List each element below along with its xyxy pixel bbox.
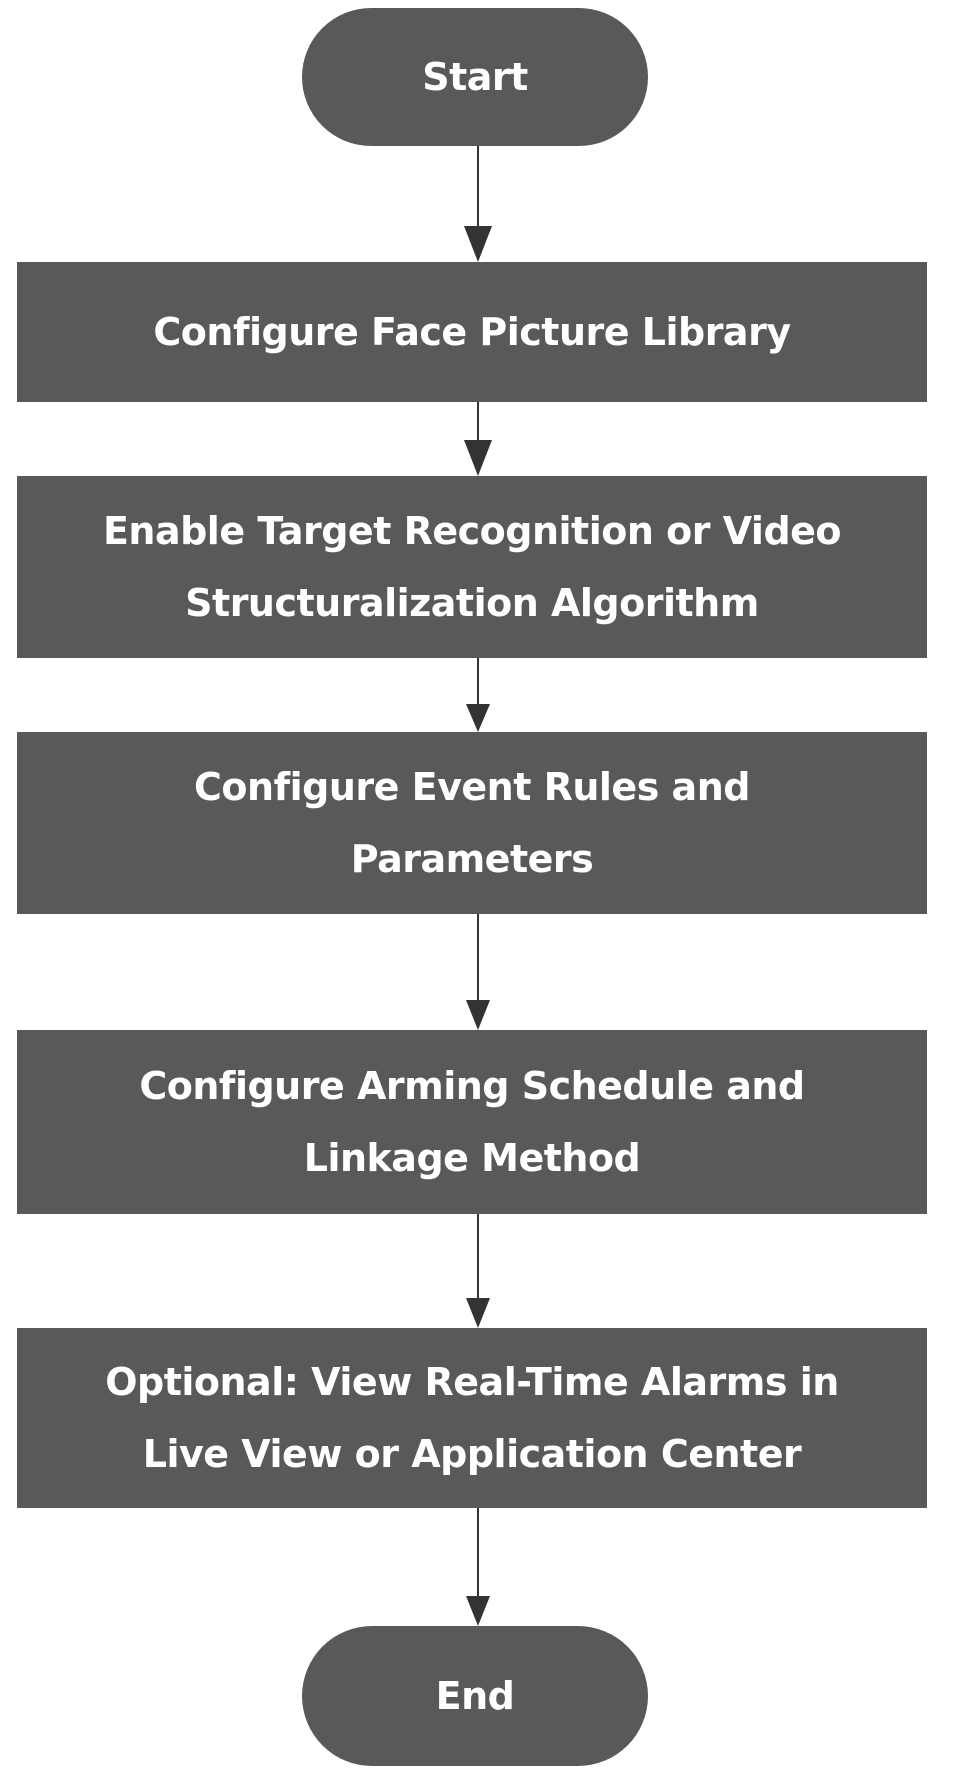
arrow-step-4-to-step-5 — [466, 1214, 490, 1328]
arrow-step-3-to-step-4 — [466, 914, 490, 1030]
arrow-start-to-step-1 — [464, 146, 492, 262]
end-node: End — [302, 1626, 648, 1766]
step-optional-view-alarms: Optional: View Real-Time Alarms in Live … — [17, 1328, 927, 1508]
step-configure-event-rules: Configure Event Rules and Parameters — [17, 732, 927, 914]
step-5-line-1: Optional: View Real-Time Alarms in — [105, 1360, 839, 1404]
step-3-line-1: Configure Event Rules and — [194, 765, 750, 809]
step-2-line-1: Enable Target Recognition or Video — [102, 509, 842, 553]
step-3-line-2: Parameters — [350, 837, 594, 881]
step-2-line-2: Structuralization Algorithm — [185, 581, 759, 625]
step-4-line-2: Linkage Method — [303, 1136, 641, 1180]
arrow-step-1-to-step-2 — [464, 402, 492, 476]
arrow-step-5-to-end — [466, 1508, 490, 1626]
step-4-line-1: Configure Arming Schedule and — [139, 1064, 805, 1108]
step-enable-target-recognition: Enable Target Recognition or Video Struc… — [17, 476, 927, 658]
start-node-label: Start — [422, 55, 528, 99]
step-1-line-1: Configure Face Picture Library — [153, 310, 791, 354]
arrow-step-2-to-step-3 — [466, 658, 490, 732]
step-configure-arming-schedule: Configure Arming Schedule and Linkage Me… — [17, 1030, 927, 1214]
step-5-line-2: Live View or Application Center — [142, 1432, 802, 1476]
start-node: Start — [302, 8, 648, 146]
end-node-label: End — [435, 1674, 515, 1718]
step-configure-face-picture-library: Configure Face Picture Library — [17, 262, 927, 402]
